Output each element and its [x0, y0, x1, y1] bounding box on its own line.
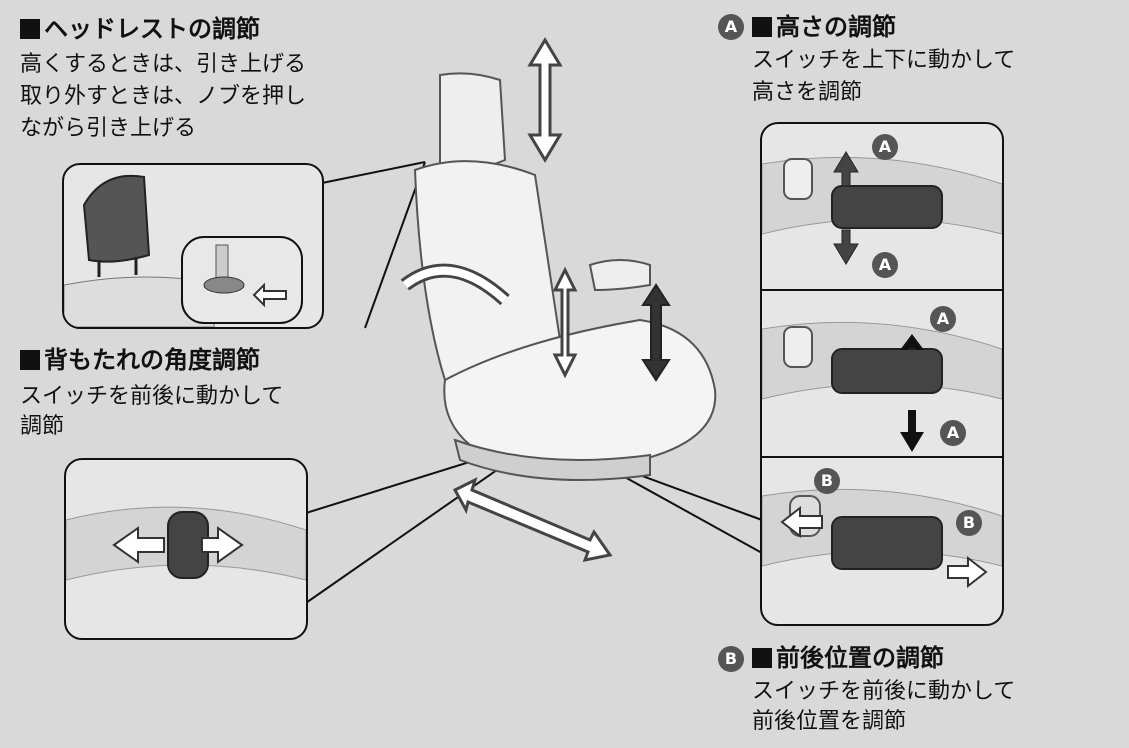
headrest-arrow-icon: [527, 37, 563, 163]
headrest-line-3: ながら引き上げる: [20, 116, 197, 141]
recline-title: 背もたれの角度調節: [20, 345, 260, 375]
headrest-line-2: 取り外すときは、ノブを押し: [20, 84, 307, 109]
label-a-down-icon: A: [872, 252, 898, 278]
bullet-icon: [752, 17, 772, 37]
height-line-1: スイッチを上下に動かして: [752, 48, 1016, 73]
height-title: 高さの調節: [752, 12, 896, 42]
headrest-detail-art: [64, 174, 303, 327]
recline-line-1: スイッチを前後に動かして: [20, 384, 284, 409]
slide-line-1: スイッチを前後に動かして: [752, 679, 1016, 704]
slide-arrow-icon: [452, 477, 613, 563]
recline-line-2: 調節: [20, 414, 65, 439]
switch-detail-panels: A A A A B B: [760, 122, 1004, 626]
headrest-detail-panel: [62, 163, 324, 329]
cushion-tilt-arrow-icon: [552, 266, 578, 379]
height-line-2: 高さを調節: [752, 80, 863, 105]
label-a-up-icon: A: [872, 134, 898, 160]
label-a-up-icon: A: [930, 306, 956, 332]
badge-b-icon: B: [718, 646, 744, 672]
slide-line-2: 前後位置を調節: [752, 709, 907, 734]
slide-title: 前後位置の調節: [752, 643, 944, 673]
label-b-front-icon: B: [956, 510, 982, 536]
label-b-rear-icon: B: [814, 468, 840, 494]
height-arrow-icon: [641, 283, 671, 382]
switch-detail-art: [762, 151, 1002, 589]
bullet-icon: [20, 350, 40, 370]
headrest-title: ヘッドレストの調節: [20, 14, 260, 44]
label-a-down-icon: A: [940, 420, 966, 446]
badge-a-icon: A: [718, 14, 744, 40]
bullet-icon: [20, 19, 40, 39]
headrest-line-1: 高くするときは、引き上げる: [20, 52, 307, 77]
recline-detail-panel: [64, 458, 308, 640]
bullet-icon: [752, 648, 772, 668]
recline-detail-art: [66, 506, 306, 581]
